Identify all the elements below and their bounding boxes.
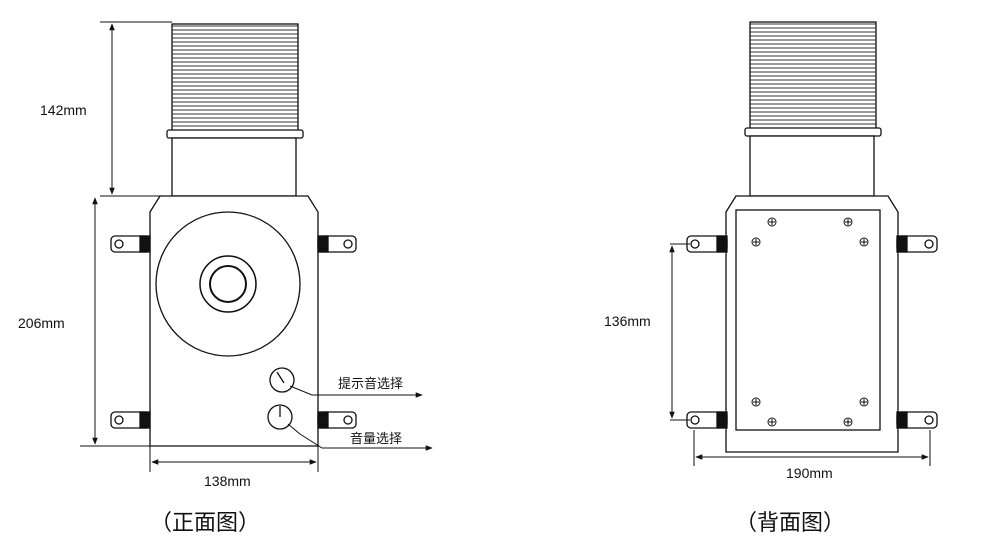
back-bracket-bottom-left xyxy=(686,411,728,429)
dim-line-206 xyxy=(80,197,150,447)
back-neck xyxy=(749,135,875,197)
front-view xyxy=(80,21,433,472)
speaker-cone xyxy=(199,255,257,313)
label-206mm: 206mm xyxy=(18,315,65,331)
label-136mm: 136mm xyxy=(604,313,651,329)
screw-icon xyxy=(859,397,869,407)
label-tone-select: 提示音选择 xyxy=(338,376,403,392)
label-volume-select: 音量选择 xyxy=(350,431,402,447)
back-screws xyxy=(751,217,869,427)
tone-select-knob xyxy=(269,367,295,393)
back-ribbed-lamp xyxy=(749,21,877,131)
screw-icon xyxy=(843,417,853,427)
screw-icon xyxy=(859,237,869,247)
dim-line-142 xyxy=(100,21,172,197)
dim-line-190 xyxy=(693,430,931,466)
screw-icon xyxy=(843,217,853,227)
front-bracket-top-right xyxy=(317,235,357,253)
speaker-outer-ring xyxy=(155,211,301,357)
speaker-center xyxy=(209,265,247,303)
front-bracket-bottom-right xyxy=(317,411,357,429)
label-142mm: 142mm xyxy=(40,102,87,118)
back-lamp-ring xyxy=(744,127,882,137)
back-bracket-top-left xyxy=(686,235,728,253)
label-138mm: 138mm xyxy=(204,473,251,489)
front-bracket-bottom-left xyxy=(110,411,151,429)
back-bracket-bottom-right xyxy=(896,411,938,429)
back-view xyxy=(669,21,938,466)
leader-volume-select xyxy=(287,423,433,451)
screw-icon xyxy=(751,397,761,407)
front-bracket-top-left xyxy=(110,235,151,253)
caption-front-view: （正面图） xyxy=(150,511,260,536)
dim-line-138 xyxy=(149,446,319,472)
label-190mm: 190mm xyxy=(786,465,833,481)
front-body xyxy=(149,195,319,447)
leader-tone-select xyxy=(289,385,423,398)
dim-line-136 xyxy=(669,243,690,421)
screw-icon xyxy=(751,237,761,247)
front-ribbed-lamp xyxy=(171,23,299,133)
screw-icon xyxy=(767,217,777,227)
front-neck xyxy=(171,137,297,197)
caption-back-view: （背面图） xyxy=(735,511,845,536)
back-cover-plate xyxy=(735,209,881,431)
screw-icon xyxy=(767,417,777,427)
volume-knob xyxy=(267,404,293,430)
front-lamp-ring xyxy=(166,129,304,139)
back-bracket-top-right xyxy=(896,235,938,253)
